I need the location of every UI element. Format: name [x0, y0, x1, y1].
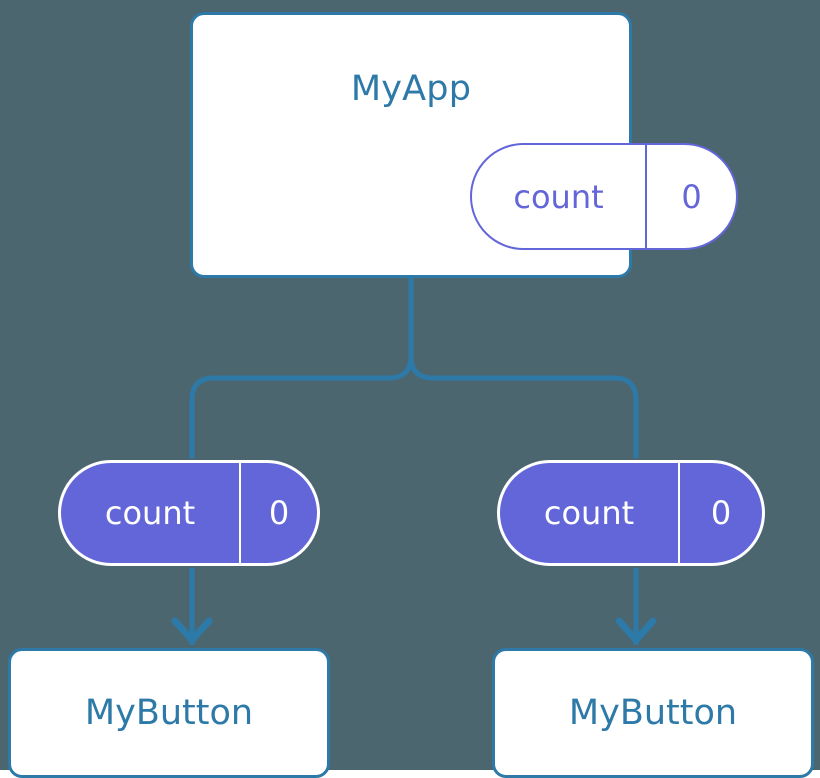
component-card-myapp[interactable]: MyApp count 0 — [190, 12, 738, 278]
component-title-myapp: MyApp — [350, 69, 472, 109]
state-value-label: 0 — [681, 177, 702, 216]
state-pill-branch-left[interactable]: count 0 — [58, 460, 320, 566]
connector-branch-right — [408, 355, 639, 458]
arrow-head-right — [615, 617, 657, 644]
state-value-label: 0 — [268, 494, 290, 532]
connector-branch-left — [189, 355, 414, 458]
state-pill-branch-right[interactable]: count 0 — [497, 460, 765, 566]
state-key-label: count — [472, 145, 647, 248]
state-pill-root[interactable]: count 0 — [470, 143, 738, 250]
component-card-mybutton-right[interactable]: MyButton — [492, 648, 814, 778]
state-key-label: count — [500, 463, 680, 563]
state-value-label: 0 — [710, 494, 732, 532]
component-title-mybutton: MyButton — [84, 693, 254, 733]
state-key-label: count — [61, 463, 241, 563]
component-title-mybutton: MyButton — [568, 693, 738, 733]
component-card-mybutton-left[interactable]: MyButton — [8, 648, 330, 778]
arrow-head-left — [171, 617, 213, 644]
